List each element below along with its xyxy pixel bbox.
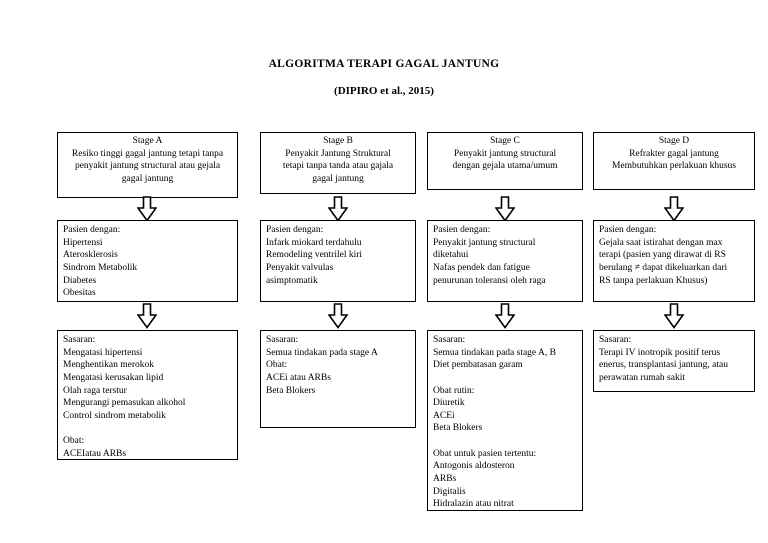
page-title: ALGORITMA TERAPI GAGAL JANTUNG [268,58,500,70]
down-arrow-icon [495,303,515,329]
down-arrow-icon [328,303,348,329]
stage-b-header-box: Stage B Penyakit Jantung Struktural teta… [260,132,416,194]
page-subtitle: (DIPIRO et al., 2015) [334,85,434,97]
stage-a-patient-box: Pasien dengan: Hipertensi Aterosklerosis… [57,220,238,302]
stage-b-patient-box: Pasien dengan: Infark miokard terdahulu … [260,220,416,302]
stage-c-header-box: Stage C Penyakit jantung structural deng… [427,132,583,190]
down-arrow-icon [664,196,684,222]
down-arrow-icon [137,303,157,329]
down-arrow-icon [137,196,157,222]
down-arrow-icon [495,196,515,222]
stage-c-patient-box: Pasien dengan: Penyakit jantung structur… [427,220,583,302]
stage-b-goal-box: Sasaran: Semua tindakan pada stage A Oba… [260,330,416,428]
stage-d-patient-box: Pasien dengan: Gejala saat istirahat den… [593,220,755,302]
stage-a-goal-box: Sasaran: Mengatasi hipertensi Menghentik… [57,330,238,460]
stage-d-header-box: Stage D Refrakter gagal jantung Membutuh… [593,132,755,190]
stage-a-header-box: Stage A Resiko tinggi gagal jantung teta… [57,132,238,198]
down-arrow-icon [328,196,348,222]
down-arrow-icon [664,303,684,329]
stage-c-goal-box: Sasaran: Semua tindakan pada stage A, B … [427,330,583,511]
stage-d-goal-box: Sasaran: Terapi IV inotropik positif ter… [593,330,755,392]
